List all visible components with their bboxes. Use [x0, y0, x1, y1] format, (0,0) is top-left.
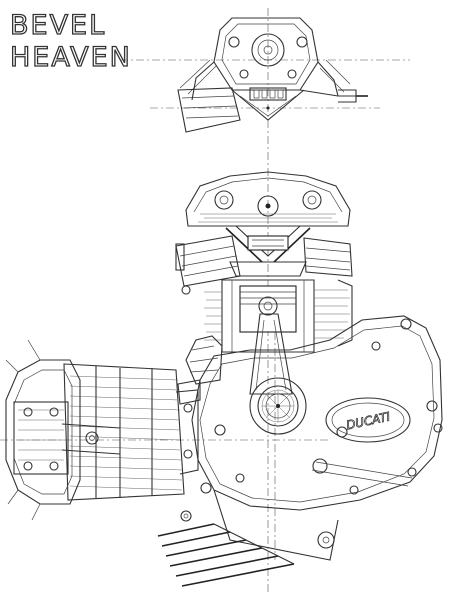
cylinder-barrel — [204, 279, 353, 353]
top-cylinder-head-view — [177, 17, 368, 133]
sump-fins — [157, 510, 295, 587]
logo-line-1: BEVEL — [10, 10, 106, 41]
cylinder-head-section — [175, 171, 353, 295]
horizontal-cylinder — [5, 339, 199, 521]
case-lettering: DUCATI — [345, 409, 392, 432]
bevel-heaven-logo: BEVEL HEAVEN — [9, 9, 132, 70]
logo-line-2: HEAVEN — [10, 42, 132, 70]
crankcase: DUCATI — [177, 315, 443, 561]
